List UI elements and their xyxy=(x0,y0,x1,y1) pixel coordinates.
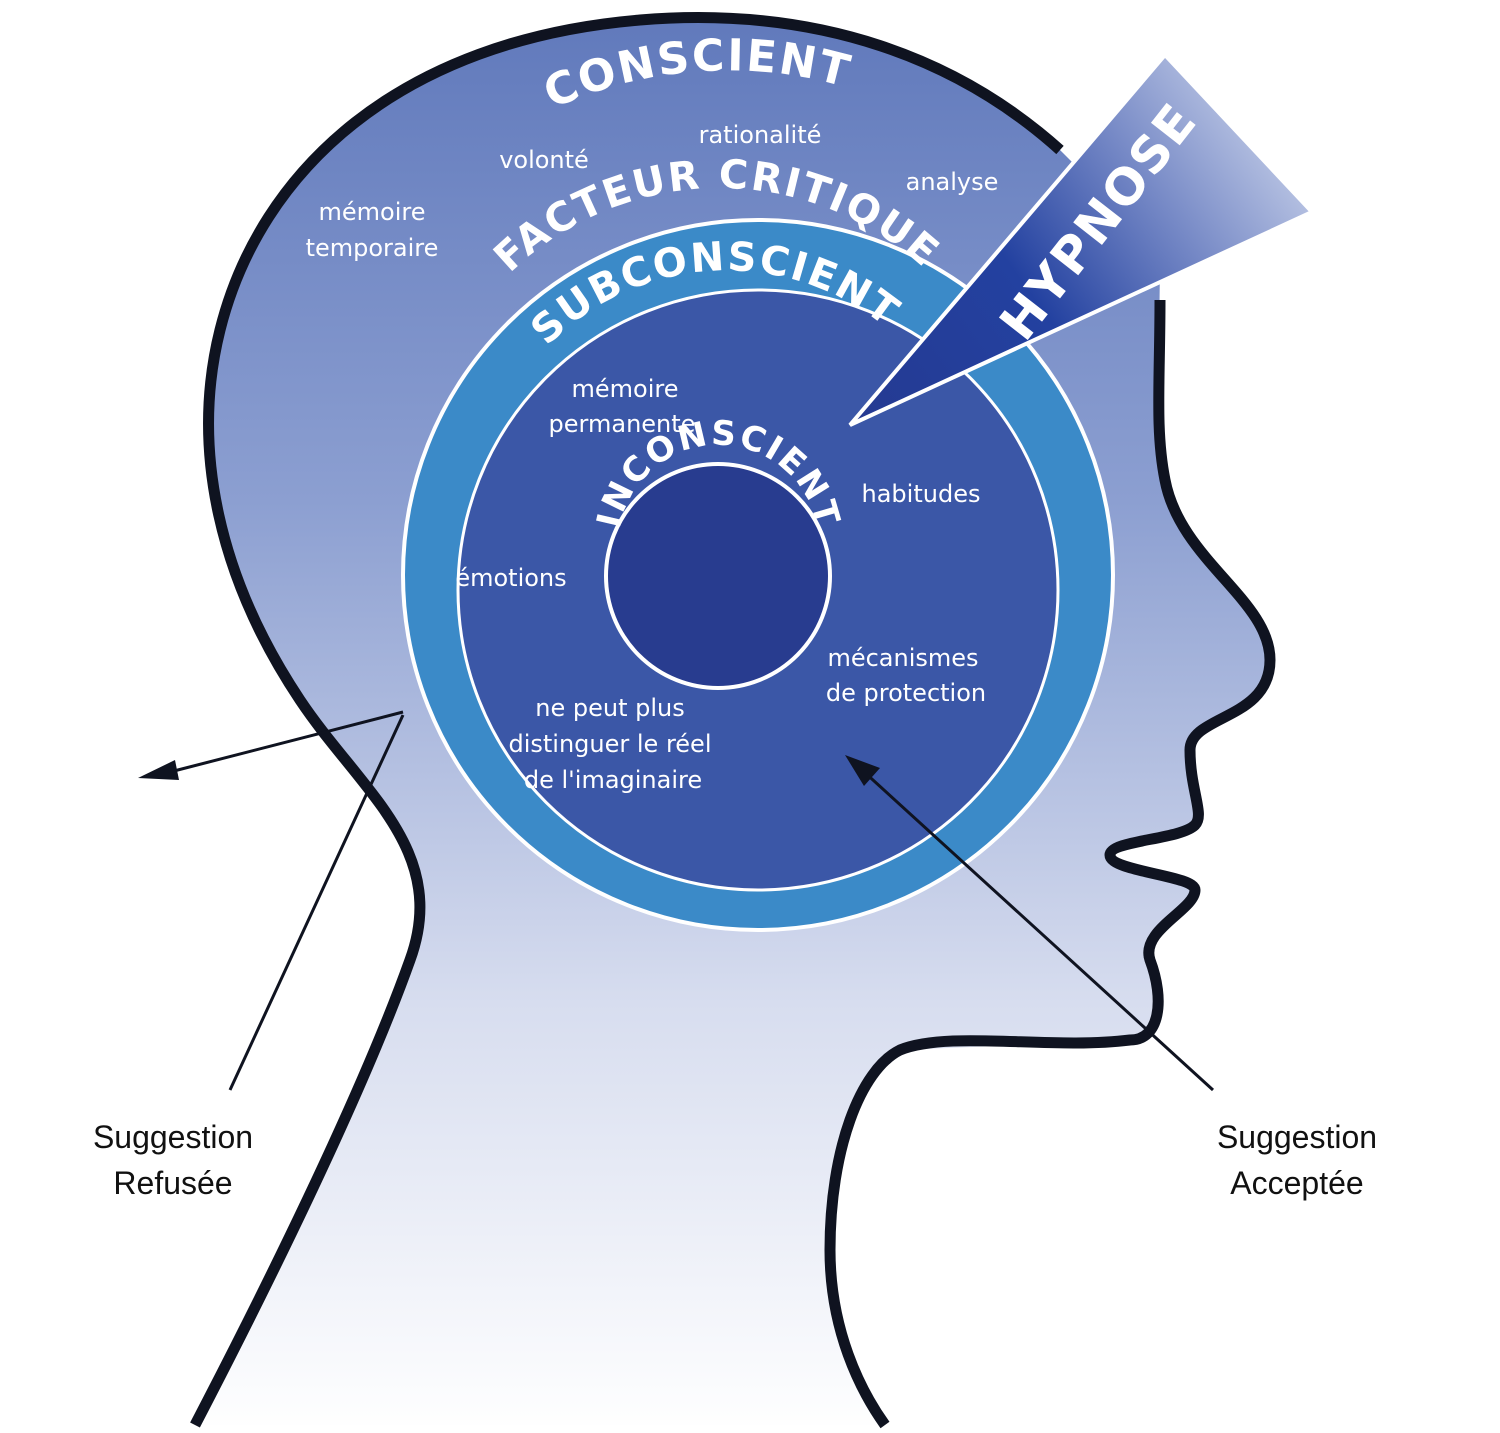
label-memoire-temporaire-1: mémoire xyxy=(319,198,426,226)
refused-arrow xyxy=(138,710,405,1091)
label-rationalite: rationalité xyxy=(699,121,822,149)
arrowhead-icon xyxy=(845,755,880,786)
label-mecanismes-1: mécanismes xyxy=(827,644,978,672)
label-mecanismes-2: de protection xyxy=(826,679,986,707)
label-emotions: émotions xyxy=(455,564,566,592)
label-habitudes: habitudes xyxy=(862,480,981,508)
label-memoire-permanente-2: permanente xyxy=(549,410,696,438)
arrowhead-icon xyxy=(138,760,179,780)
refused-caption-2: Refusée xyxy=(113,1165,232,1201)
label-distinguer-3: de l'imaginaire xyxy=(524,766,702,794)
accepted-caption-1: Suggestion xyxy=(1217,1119,1377,1155)
label-memoire-temporaire-2: temporaire xyxy=(306,234,439,262)
label-distinguer-1: ne peut plus xyxy=(535,694,684,722)
accepted-arrow xyxy=(845,755,1215,1092)
label-distinguer-2: distinguer le réel xyxy=(508,730,711,758)
inconscient-circle xyxy=(604,462,832,690)
refused-caption-1: Suggestion xyxy=(93,1119,253,1155)
hypnose-wedge xyxy=(848,51,1316,427)
head-outline-back xyxy=(190,12,1064,1428)
label-volonte: volonté xyxy=(499,146,589,174)
label-analyse: analyse xyxy=(906,168,999,196)
head-outline-face xyxy=(824,299,1276,1429)
label-memoire-permanente-1: mémoire xyxy=(572,375,679,403)
accepted-caption-2: Acceptée xyxy=(1230,1165,1363,1201)
